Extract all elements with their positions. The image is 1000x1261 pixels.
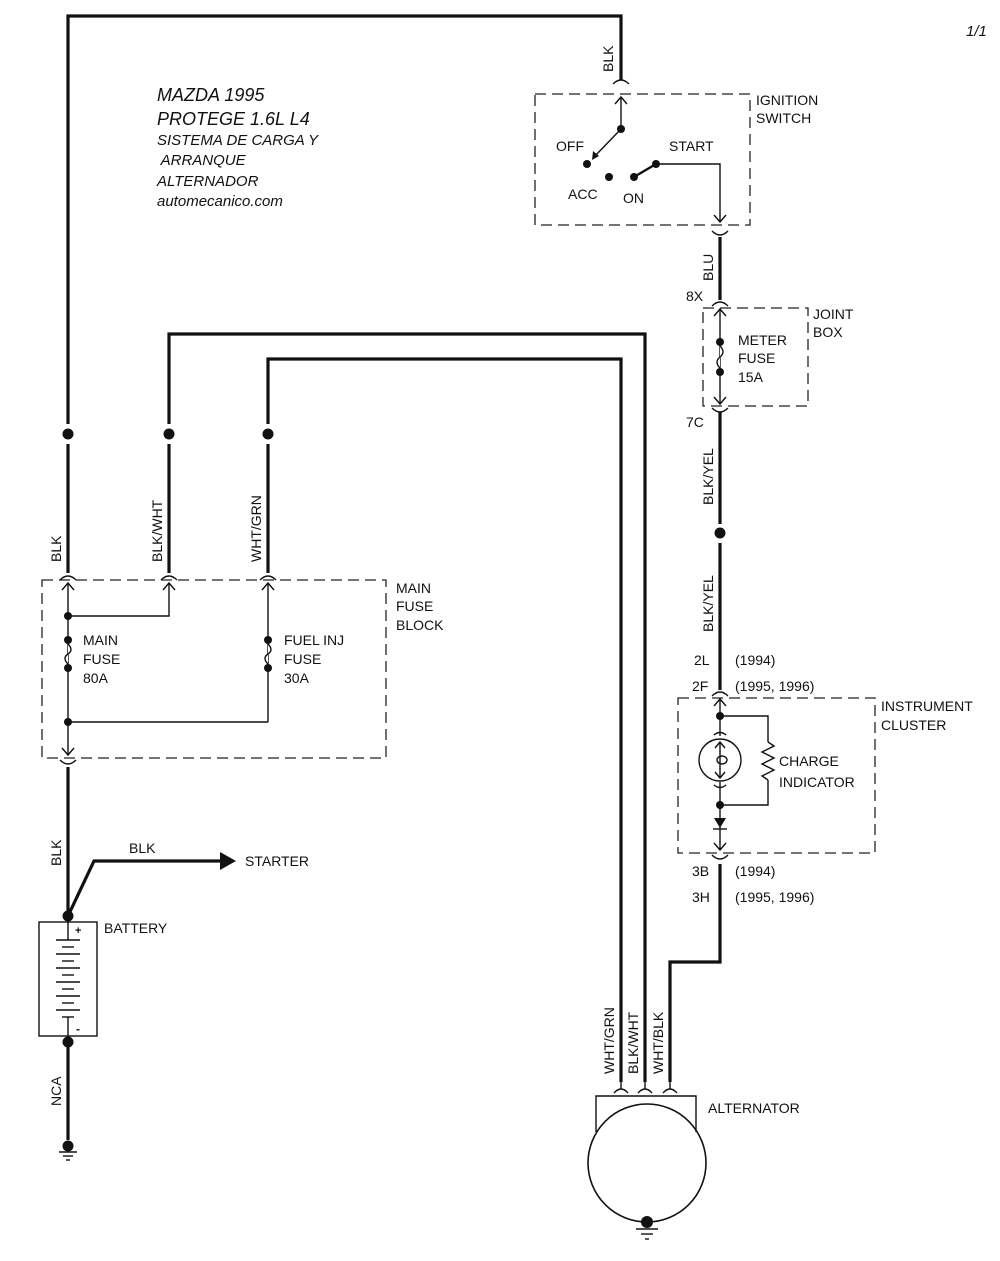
wire-blk-ignition-feed: BLK BLK [48, 14, 623, 573]
joint-box-label-1: JOINT [813, 306, 854, 322]
title-line-system2: ARRANQUE [157, 152, 247, 169]
splice-dot [262, 428, 274, 440]
arrow-right-icon [220, 852, 236, 870]
wire-label-wht-grn: WHT/GRN [248, 495, 264, 562]
title-block: MAZDA 1995 PROTEGE 1.6L L4 SISTEMA DE CA… [156, 85, 319, 210]
connector-2f: 2F [692, 678, 708, 694]
connector-3b: 3B [692, 863, 709, 879]
connector-3h: 3H [692, 889, 710, 905]
main-fuse-block-label-2: FUSE [396, 598, 433, 614]
ignition-switch: OFF ACC ON START IGNITION SWITCH [534, 79, 818, 236]
wire-blk-wht: BLK/WHT BLK/WHT [149, 332, 647, 1082]
wire-label-wht-grn-alt: WHT/GRN [601, 1007, 617, 1074]
ignition-switch-label-1: IGNITION [756, 92, 818, 108]
fuel-inj-fuse-rating: 30A [284, 670, 310, 686]
charge-indicator-label-2: INDICATOR [779, 774, 855, 790]
wire-label-blk-lower: BLK [48, 839, 64, 866]
wire-label-blk-top: BLK [600, 45, 616, 72]
wire-label-blk-yel-upper: BLK/YEL [700, 448, 716, 505]
connector-8x: 8X [686, 288, 704, 304]
fuel-inj-fuse-label-2: FUSE [284, 651, 321, 667]
main-fuse-icon [64, 643, 72, 665]
charge-indicator-label-1: CHARGE [779, 753, 839, 769]
ground-icon [62, 1140, 74, 1152]
battery: + - BATTERY [38, 910, 168, 1048]
connector-2f-years: (1995, 1996) [735, 678, 814, 694]
page-indicator: 1/1 [966, 23, 987, 40]
battery-minus-label: - [76, 1022, 80, 1036]
connector-7c: 7C [686, 414, 704, 430]
meter-fuse-rating: 15A [738, 369, 764, 385]
wire-label-blk-starter: BLK [129, 840, 156, 856]
main-fuse-rating: 80A [83, 670, 109, 686]
title-line-model: PROTEGE 1.6L L4 [157, 109, 310, 129]
fuse-icon [716, 345, 724, 369]
main-fuse-block-label-3: BLOCK [396, 617, 444, 633]
instrument-cluster-label-1: INSTRUMENT [881, 698, 973, 714]
alternator-body [587, 1103, 707, 1223]
wire-label-blk-wht: BLK/WHT [149, 499, 165, 562]
connector-3h-years: (1995, 1996) [735, 889, 814, 905]
instrument-cluster: CHARGE INDICATOR INSTRUMENT CLUSTER 2L (… [677, 652, 973, 905]
splice-dot [163, 428, 175, 440]
title-line-website: automecanico.com [157, 193, 283, 210]
wire-label-blk-wht-alt: BLK/WHT [625, 1011, 641, 1074]
fuel-inj-fuse-label-1: FUEL INJ [284, 632, 344, 648]
resistor-icon [760, 741, 776, 781]
splice-dot [714, 527, 726, 539]
fuel-inj-fuse-icon [264, 643, 272, 665]
title-line-make: MAZDA 1995 [157, 85, 265, 105]
charge-indicator-lamp-icon [698, 731, 742, 789]
wire-label-blk-yel-lower: BLK/YEL [700, 575, 716, 632]
switch-pos-off: OFF [556, 138, 584, 154]
wire-label-wht-blk: WHT/BLK [650, 1011, 666, 1074]
connector-2l-years: (1994) [735, 652, 775, 668]
main-fuse-label-2: FUSE [83, 651, 120, 667]
connector-3b-years: (1994) [735, 863, 775, 879]
wire-blk-yel: BLK/YEL BLK/YEL [700, 412, 726, 690]
alternator-label: ALTERNATOR [708, 1100, 800, 1116]
wire-label-nca: NCA [48, 1076, 64, 1106]
splice-dot [62, 428, 74, 440]
switch-pos-acc: ACC [568, 186, 598, 202]
diode-icon [714, 818, 726, 828]
wire-label-blu: BLU [700, 254, 716, 281]
starter-label: STARTER [245, 853, 309, 869]
wire-nca-ground: NCA [48, 1046, 77, 1161]
main-fuse-label-1: MAIN [83, 632, 118, 648]
meter-fuse-label-1: METER [738, 332, 787, 348]
title-line-system: SISTEMA DE CARGA Y [157, 132, 319, 149]
ground-icon [641, 1216, 653, 1228]
main-fuse-block: MAIN FUSE 80A FUEL INJ FUSE 30A MAIN FUS… [41, 575, 444, 765]
joint-box-label-2: BOX [813, 324, 843, 340]
battery-label: BATTERY [104, 920, 168, 936]
switch-contact-off [583, 160, 591, 168]
switch-pos-start: START [669, 138, 714, 154]
instrument-cluster-label-2: CLUSTER [881, 717, 946, 733]
switch-pos-on: ON [623, 190, 644, 206]
title-line-component: ALTERNADOR [156, 173, 259, 190]
wire-wht-grn: WHT/GRN WHT/GRN [248, 357, 623, 1082]
wire-wht-blk: WHT/BLK [650, 864, 722, 1082]
alternator: ALTERNATOR [587, 1082, 800, 1240]
joint-box: METER FUSE 15A JOINT BOX 8X 7C [686, 288, 854, 430]
wire-blu: BLU [700, 237, 722, 300]
wire-blk-battery: BLK BLK STARTER [48, 767, 309, 917]
switch-contact-acc [605, 173, 613, 181]
wire-label-blk: BLK [48, 535, 64, 562]
meter-fuse-label-2: FUSE [738, 350, 775, 366]
battery-plus-label: + [75, 925, 81, 937]
ignition-switch-label-2: SWITCH [756, 110, 811, 126]
main-fuse-block-label-1: MAIN [396, 580, 431, 596]
connector-2l: 2L [694, 652, 710, 668]
